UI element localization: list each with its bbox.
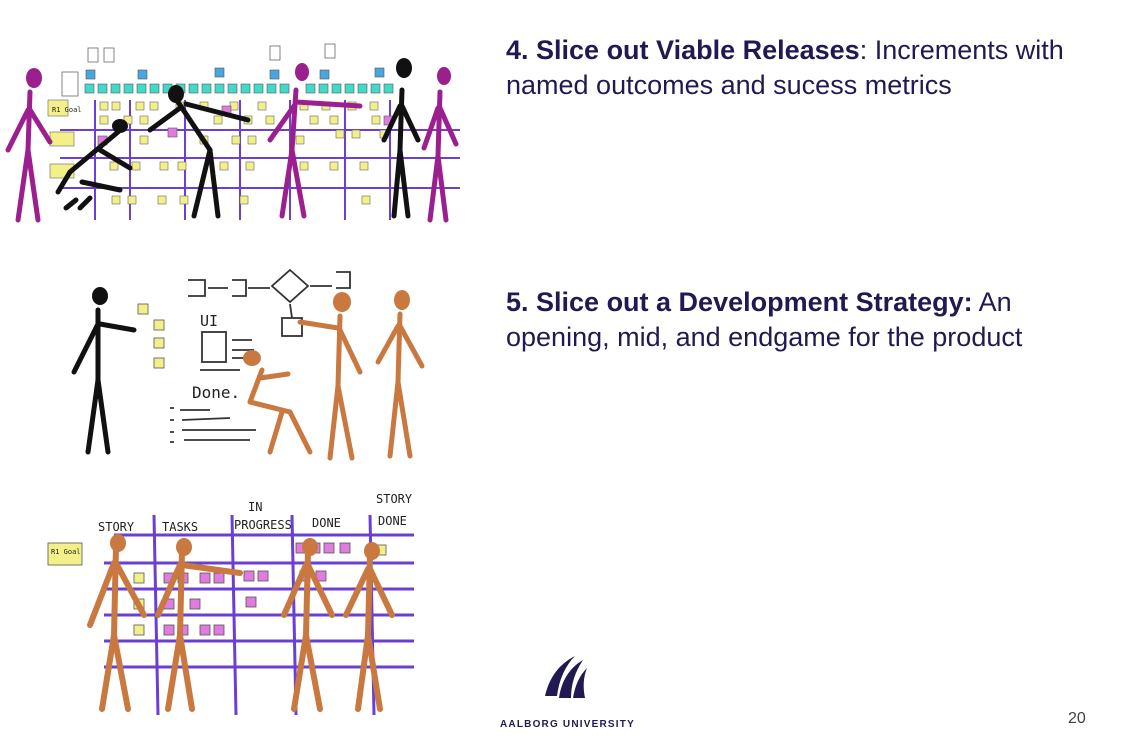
development-strategy-illustration: UI Done. [60,262,440,467]
task-board-illustration: STORY TASKS IN PROGRESS DONE STORY DONE … [40,485,430,725]
done-label: Done. [192,383,240,402]
bullet-2-body: An opening, mid, and endgame for the pro… [506,287,1023,352]
board-goal-note: R1 Goal [51,548,81,556]
page-number: 20 [1068,710,1086,727]
bullet-viable-releases: 4. Slice out Viable Releases: Increments… [506,33,1106,103]
goal-note-label: R1 Goal [52,106,82,114]
aalborg-university-logo: AALBORG UNIVERSITY [497,652,657,732]
ui-label: UI [200,312,218,330]
board-col-progress: PROGRESS [234,518,292,532]
bullet-1-body: : Increments with named outcomes and suc… [506,35,1064,100]
board-col-story-done-1: STORY [376,492,413,506]
board-col-story: STORY [98,520,135,534]
board-col-done: DONE [312,516,341,530]
logo-text: AALBORG UNIVERSITY [500,719,635,730]
aalborg-waves-icon [545,656,587,698]
board-col-tasks: TASKS [162,520,198,534]
story-map-illustration: R1 Goal [0,40,470,230]
board-col-story-done-2: DONE [378,514,407,528]
bullet-2-heading: 5. Slice out a Development Strategy: [506,287,973,317]
board-col-in: IN [248,500,262,514]
bullet-1-heading: 4. Slice out Viable Releases [506,35,860,65]
bullet-development-strategy: 5. Slice out a Development Strategy: An … [506,285,1106,355]
